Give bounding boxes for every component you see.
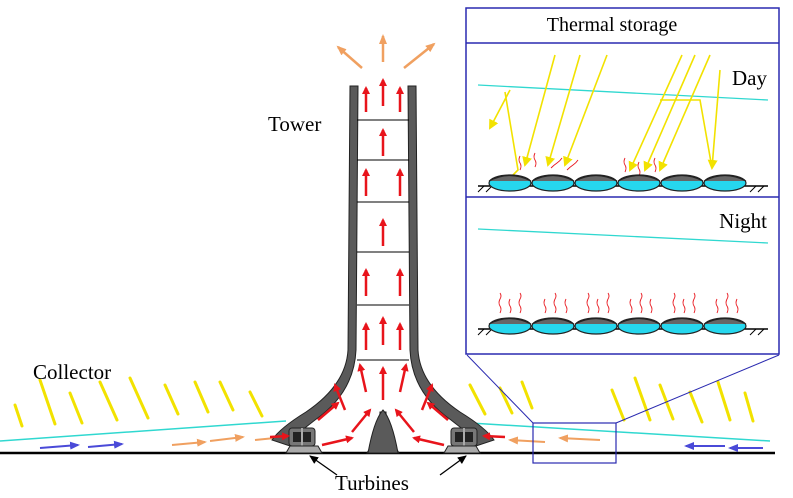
- tower-wall-left: [271, 85, 359, 447]
- thermal-storage-inset: Thermal storage Day Night: [465, 7, 780, 355]
- turbine-pointers: [309, 455, 467, 476]
- tower: [271, 85, 495, 454]
- tower-wall-right: [407, 85, 495, 447]
- night-heat-wiggles: [498, 292, 739, 314]
- turbines-label: Turbines: [335, 471, 409, 495]
- day-label: Day: [732, 66, 767, 90]
- night-roof: [477, 228, 769, 244]
- night-storage-tubes: [477, 317, 768, 336]
- day-storage-tubes: [477, 174, 768, 193]
- collector-roof: [0, 420, 771, 442]
- cool-air-arrows: [39, 440, 763, 452]
- warm-air-arrows: [171, 433, 601, 447]
- day-heat-wiggles: [518, 152, 657, 177]
- tower-rungs: [357, 119, 409, 361]
- day-sun-rays: [489, 54, 721, 179]
- night-label: Night: [719, 209, 767, 233]
- turbine-right: [443, 427, 481, 454]
- tower-label: Tower: [268, 112, 321, 136]
- zoom-region: [532, 422, 617, 464]
- exhaust-arrows: [336, 34, 436, 69]
- turbine-left: [285, 427, 323, 454]
- inset-title: Thermal storage: [547, 14, 678, 36]
- day-roof: [477, 84, 769, 101]
- hot-air-arrows: [269, 78, 506, 447]
- collector-label: Collector: [33, 360, 111, 384]
